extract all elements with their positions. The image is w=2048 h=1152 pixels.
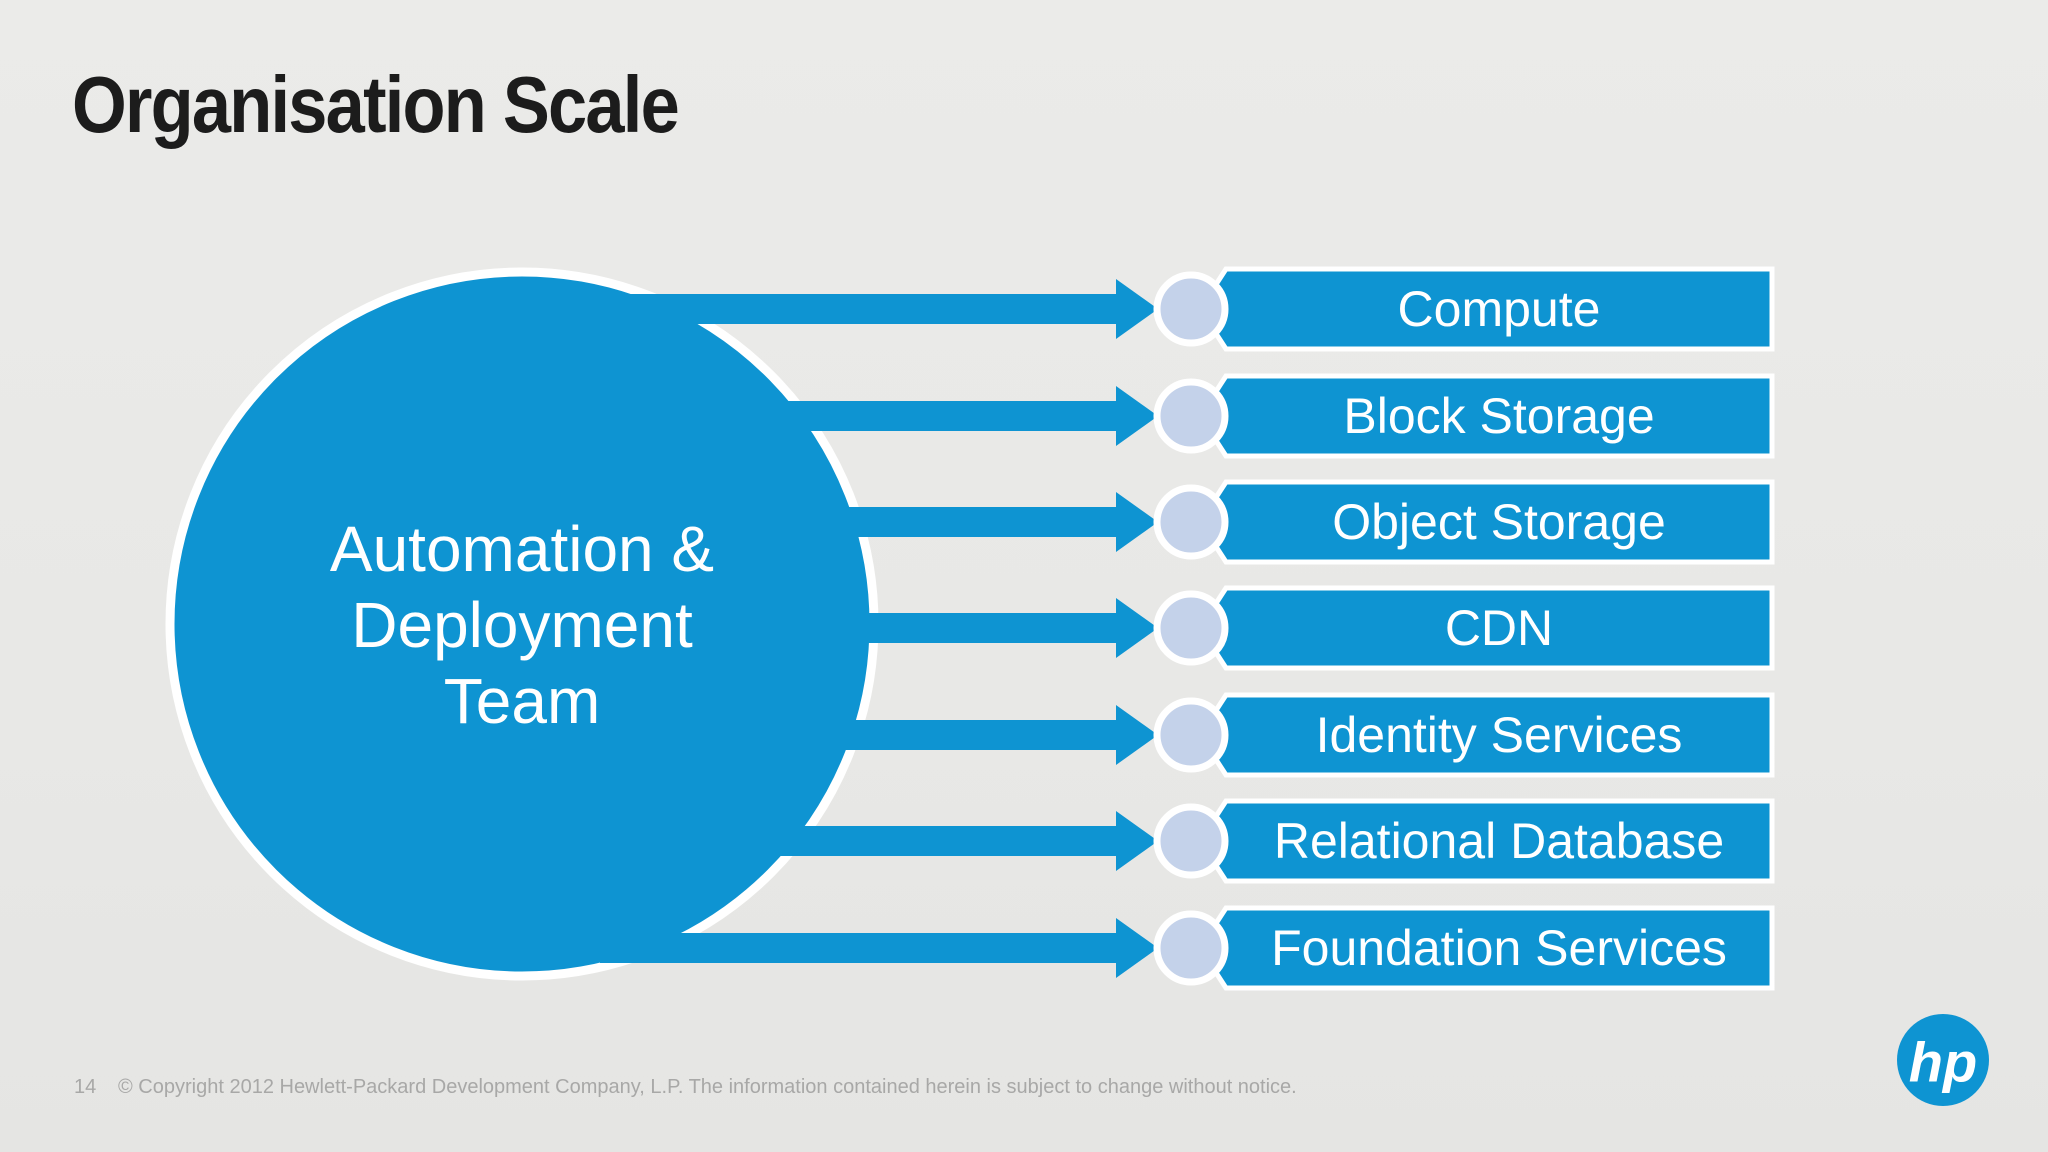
node-circle <box>1153 590 1229 666</box>
row-object-storage: Object Storage <box>1197 479 1775 565</box>
arrow-connector-icon <box>600 598 1158 658</box>
node-circle <box>1153 803 1229 879</box>
row-identity-services: Identity Services <box>1197 692 1775 778</box>
row-foundation-services: Foundation Services <box>1197 905 1775 991</box>
hub-label-line: Team <box>444 665 601 737</box>
page-number: 14 <box>74 1076 96 1098</box>
hub-label: Automation & Deployment Team <box>330 513 714 737</box>
service-bar <box>1197 905 1775 991</box>
hub-label-line: Deployment <box>351 589 693 661</box>
arrow-connector-icon <box>600 705 1158 765</box>
service-bar <box>1197 266 1775 352</box>
node-circle <box>1153 378 1229 454</box>
service-bar <box>1197 373 1775 459</box>
page-title: Organisation Scale <box>72 60 678 149</box>
copyright-text: © Copyright 2012 Hewlett-Packard Develop… <box>118 1076 1297 1098</box>
arrow-connector-icon <box>600 811 1158 871</box>
row-cdn: CDN <box>1197 585 1775 671</box>
hp-logo-text: hp <box>1909 1031 1977 1094</box>
service-bar <box>1197 585 1775 671</box>
service-bar-label: Identity Services <box>1316 707 1683 763</box>
service-bar-label: CDN <box>1445 600 1553 656</box>
row-compute: Compute <box>1197 266 1775 352</box>
arrow-connector-icon <box>600 918 1158 978</box>
service-bar-label: Foundation Services <box>1271 920 1727 976</box>
node-circle <box>1153 484 1229 560</box>
arrow-connector-icon <box>600 492 1158 552</box>
node-circle <box>1153 910 1229 986</box>
arrow-connector-icon <box>600 279 1158 339</box>
arrow-connector-icon <box>600 386 1158 446</box>
service-bar <box>1197 798 1775 884</box>
service-bar <box>1197 479 1775 565</box>
row-block-storage: Block Storage <box>1197 373 1775 459</box>
service-bar-label: Relational Database <box>1274 813 1724 869</box>
hp-logo-circle-icon <box>1897 1014 1989 1106</box>
service-bar <box>1197 692 1775 778</box>
node-circle <box>1153 697 1229 773</box>
page-title-group: Organisation Scale <box>72 60 680 149</box>
hub-label-line: Automation & <box>330 513 714 585</box>
row-relational-database: Relational Database <box>1197 798 1775 884</box>
service-bar-label: Compute <box>1398 281 1601 337</box>
node-circle <box>1153 271 1229 347</box>
hp-logo: hp <box>1897 1014 1989 1106</box>
footer: 14 © Copyright 2012 Hewlett-Packard Deve… <box>74 1076 1297 1098</box>
service-bar-label: Block Storage <box>1343 388 1654 444</box>
service-bar-label: Object Storage <box>1332 494 1666 550</box>
